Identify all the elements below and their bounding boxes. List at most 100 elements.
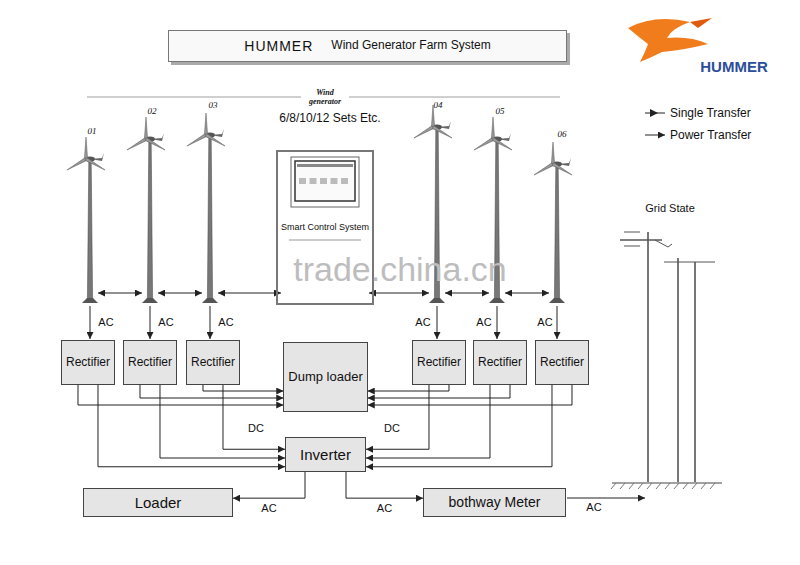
rectifier-box: Rectifier [186,340,240,385]
turbine-pole [554,165,559,300]
turbine-blade [534,163,554,175]
power-connector [366,385,429,449]
node-label: Smart Control System [281,222,369,232]
turbine-blade [67,158,87,170]
ground-hatch [611,483,616,489]
power-arrow [567,498,645,499]
callout-number: 03 [209,101,218,111]
turbine-pole [147,140,152,300]
callout-number: 06 [558,130,567,140]
node-label: Rectifier [191,356,235,370]
power-connector [140,385,283,398]
wire [624,246,640,247]
power-connector [233,472,305,498]
wind-turbine [67,137,105,339]
node-label: Wind Generator Farm System [331,39,490,53]
wind-turbine [127,117,165,339]
caption-label: Wind generator [301,89,349,107]
turbine-blade [432,126,452,138]
turbine-blade [551,142,554,164]
ground-hatch [656,483,661,489]
power-arrow [497,306,498,339]
power-connector [98,385,285,467]
turbine-blade [144,117,147,139]
node-label: Rectifier [128,356,172,370]
screen-icon [310,178,317,184]
turbine-blade [187,134,207,146]
ground-hatch [701,483,706,489]
ground-hatch [683,483,688,489]
power-arrow [557,306,558,339]
node-label: Loader [135,494,182,511]
screen [295,161,355,201]
watermark: trade.china.cn [293,251,507,288]
brand-logo-text: HUMMER [700,59,768,76]
rectifier-box: Rectifier [123,340,177,385]
power-connector [223,385,285,449]
signal-arrow [369,293,429,294]
power-connector [368,385,510,398]
ground-hatch [620,483,625,489]
wind-turbine [534,142,572,339]
pole [694,262,696,482]
signal-arrow [505,293,549,294]
wire [664,262,715,263]
node-label: Rectifier [478,356,522,370]
turbine-blade [145,138,165,150]
screen-icon [320,178,327,184]
turbine-pole [207,136,212,300]
pole [677,258,679,482]
wind-turbine [414,105,452,339]
turbine-base [429,298,445,303]
logo-beak [690,18,712,28]
turbine-blade [552,163,572,175]
power-connector [366,385,490,458]
turbine-blade [205,134,225,146]
node-label: Rectifier [417,356,461,370]
node-label: Rectifier [66,356,110,370]
signal-label: AC [537,316,552,328]
legend-label: Single Transfer [670,106,751,120]
load-box: Loader [83,488,233,517]
ground-hatch [710,483,715,489]
ground-hatch [692,483,697,489]
signal-label: AC [218,316,233,328]
legend-label: Power Transfer [670,128,751,142]
signal-arrow [445,293,489,294]
signal-arrow [158,293,202,294]
turbine-base [489,298,505,303]
rectifier-box: Rectifier [61,340,115,385]
brand-name: HUMMER [244,38,313,54]
power-connector [160,385,285,458]
ground-hatch [629,483,634,489]
ground-hatch [674,483,679,489]
meter-box: bothway Meter [423,488,566,517]
edge-label: AC [260,502,277,514]
signal-label: DC [384,422,400,434]
node-label: Rectifier [540,356,584,370]
power-arrow [150,306,151,339]
signal-label: AC [415,316,430,328]
turbine-base [202,298,218,303]
turbine-base [142,298,158,303]
power-connector [203,385,283,391]
screen-icon [331,178,338,184]
pole [647,232,649,482]
turbine-pole [87,160,92,300]
turbine-blade [474,138,494,150]
signal-label: AC [158,316,173,328]
rectifier-box: Rectifier [535,340,589,385]
legend-sample [645,135,665,136]
rectifier-box: Rectifier [412,340,466,385]
screen-icon [341,178,348,184]
inverter-box: Inverter [285,437,366,472]
screen-icon [299,178,306,184]
callout-number: 05 [496,107,505,117]
sets-note: 6/8/10/12 Sets Etc. [279,112,380,125]
insulator [655,240,672,247]
turbine-blade [414,126,434,138]
power-arrow [210,306,211,339]
power-connector [346,472,423,498]
callout-number: 04 [434,101,443,111]
signal-label: AC [98,316,113,328]
